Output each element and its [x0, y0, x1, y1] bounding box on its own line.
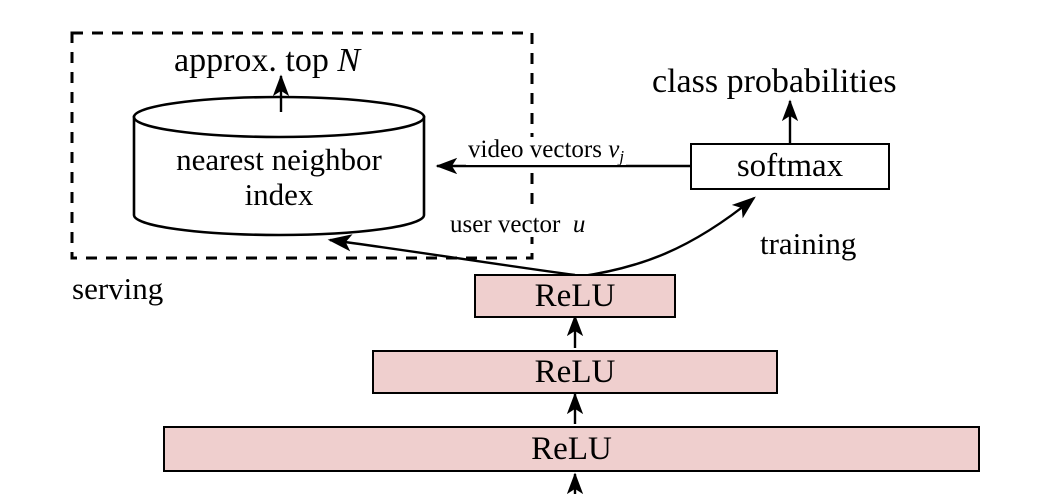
video-vectors-var: v: [608, 136, 620, 163]
serving-label: serving: [72, 271, 164, 306]
approx-top-n-var: N: [337, 42, 361, 79]
relu-bottom-label: ReLU: [531, 430, 612, 467]
approx-top-n-text: approx. top: [174, 42, 338, 79]
class-probabilities-label: class probabilities: [652, 63, 897, 100]
relu-top-label: ReLU: [534, 277, 616, 314]
user-vector-var: u: [572, 211, 586, 238]
nearest-neighbor-index-cylinder: [132, 95, 426, 237]
user-vector-label: user vector u: [448, 211, 588, 238]
softmax-label: softmax: [736, 148, 844, 184]
softmax-node[interactable]: softmax: [690, 143, 890, 190]
training-label: training: [760, 226, 857, 261]
edge-relu-top-to-softmax: [576, 196, 756, 279]
video-vectors-subscript: j: [619, 146, 625, 166]
video-vectors-text: video vectors: [468, 136, 609, 163]
relu-middle-label: ReLU: [534, 353, 616, 390]
nearest-neighbor-index-label: nearest neighbor index: [134, 142, 424, 212]
serving-region-boundary: [70, 31, 534, 260]
index-label-line2: index: [244, 176, 314, 212]
approx-top-n-label: approx. top N: [174, 44, 360, 78]
video-vectors-label: video vectors vj: [466, 136, 627, 166]
relu-bottom-node[interactable]: ReLU: [163, 426, 980, 472]
index-label-line1: nearest neighbor: [176, 142, 382, 177]
user-vector-text: user vector: [450, 211, 567, 238]
relu-middle-node[interactable]: ReLU: [372, 350, 778, 394]
relu-top-node[interactable]: ReLU: [474, 274, 676, 318]
edge-relu-top-to-index: [327, 234, 576, 277]
